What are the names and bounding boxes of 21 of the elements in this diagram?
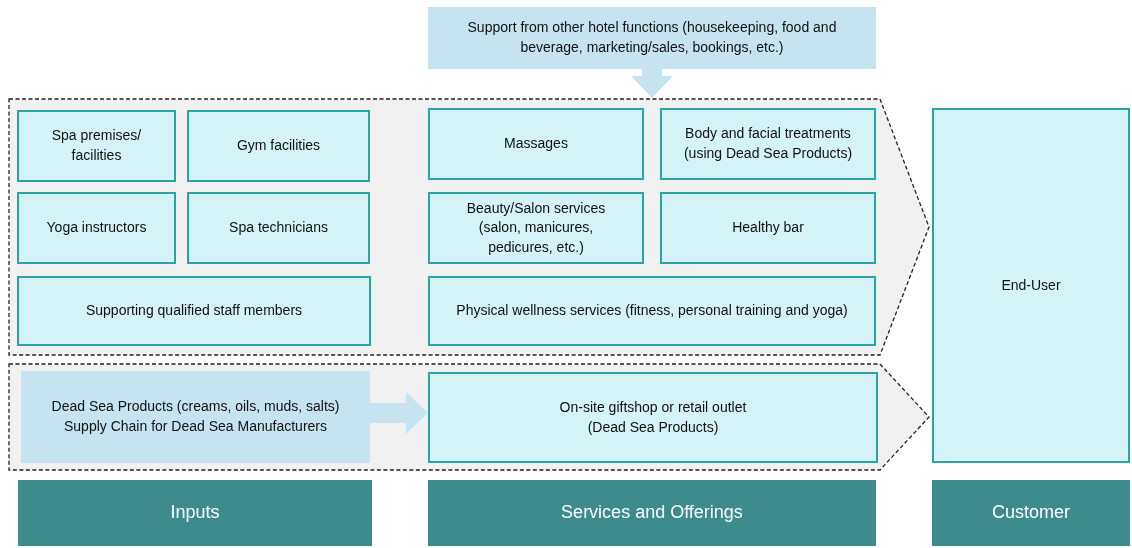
block-arrow [631,69,673,98]
info-box: Dead Sea Products (creams, oils, muds, salts) Supply Chain for Dead Sea Manufacturers [21,371,370,463]
process-box: Spa premises/ facilities [17,110,176,182]
process-box: Physical wellness services (fitness, personal training and yoga) [428,276,876,346]
column-header: Customer [932,480,1130,546]
process-box: End-User [932,108,1130,463]
chevron-band [8,363,930,471]
column-header: Services and Offerings [428,480,876,546]
process-box: On-site giftshop or retail outlet (Dead Sea Products) [428,372,878,463]
column-header: Inputs [18,480,372,546]
process-box: Spa technicians [187,192,370,264]
block-arrow [370,392,428,434]
process-box: Beauty/Salon services (salon, manicures, pedicures, etc.) [428,192,644,264]
process-box: Gym facilities [187,110,370,182]
process-box: Yoga instructors [17,192,176,264]
process-box: Healthy bar [660,192,876,264]
process-box: Massages [428,108,644,180]
process-box: Body and facial treatments (using Dead Sea Products) [660,108,876,180]
chevron-band [8,98,930,356]
process-box: Supporting qualified staff members [17,276,371,346]
info-box: Support from other hotel functions (housekeeping, food and beverage, marketing/sales, bookings, etc.) [428,7,876,69]
